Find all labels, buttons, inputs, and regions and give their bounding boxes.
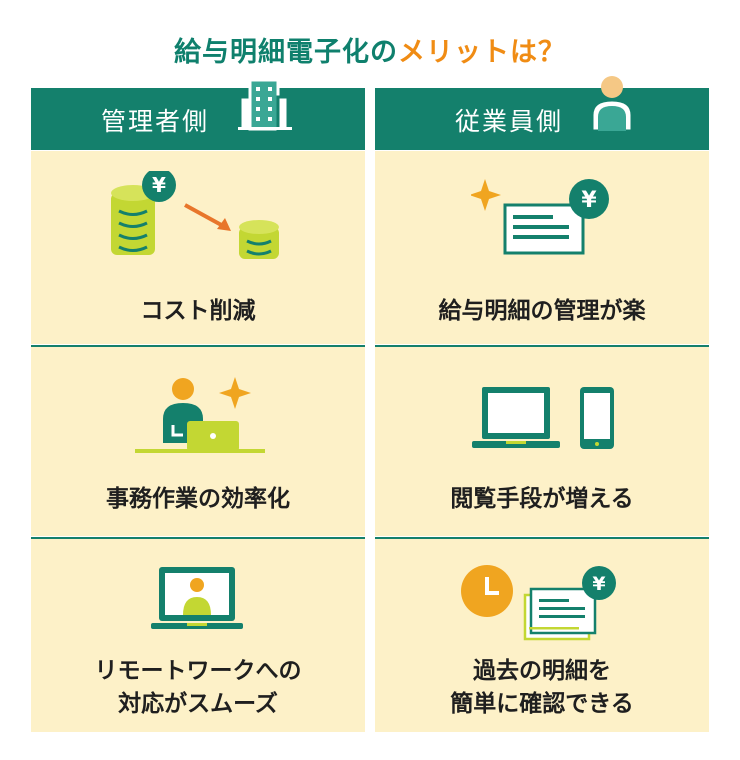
admin-benefit-efficiency-caption: 事務作業の効率化 <box>106 486 290 512</box>
title-part-1: 給与明細電子化の <box>174 37 398 68</box>
employee-benefit-history: ¥ 過去の明細を 簡単に確認できる <box>375 537 709 732</box>
divider <box>31 345 365 347</box>
remote-monitor-person-icon <box>151 567 243 629</box>
caption-line-2: 簡単に確認できる <box>450 691 634 717</box>
payslip-yen-sparkle-icon: ¥ <box>471 179 609 255</box>
employee-benefit-management: ¥ 給与明細の管理が楽 <box>375 151 709 344</box>
admin-benefit-cost: ¥ コスト削減 <box>31 151 365 344</box>
employee-column: 従業員側 ¥ 給与明細の管理が楽 <box>375 76 709 732</box>
admin-column: 管理者側 ¥ <box>31 78 365 732</box>
person-laptop-sparkle-icon <box>135 377 265 453</box>
building-icon <box>238 78 292 131</box>
admin-benefit-remote-caption: リモートワークへの 対応がスムーズ <box>31 655 365 721</box>
admin-benefit-efficiency: 事務作業の効率化 <box>31 345 365 536</box>
caption-line-2: 対応がスムーズ <box>118 691 278 717</box>
title-part-2: メリットは？ <box>398 37 566 68</box>
admin-benefit-remote: リモートワークへの 対応がスムーズ <box>31 537 365 732</box>
divider <box>375 537 709 539</box>
caption-line-1: リモートワークへの <box>94 658 302 684</box>
divider <box>31 537 365 539</box>
page-title: 給与明細電子化のメリットは？ <box>0 30 740 69</box>
divider <box>375 345 709 347</box>
admin-header: 管理者側 <box>31 78 365 150</box>
admin-benefit-cost-caption: コスト削減 <box>140 298 256 324</box>
employee-benefit-viewing: 閲覧手段が増える <box>375 345 709 536</box>
coins-yen-decrease-icon: ¥ <box>111 171 279 259</box>
employee-header: 従業員側 <box>375 76 709 150</box>
clock-payslips-yen-icon: ¥ <box>461 565 616 641</box>
employee-benefit-history-caption: 過去の明細を 簡単に確認できる <box>375 655 709 721</box>
person-icon <box>590 76 634 133</box>
laptop-smartphone-icon <box>472 387 614 449</box>
employee-benefit-viewing-caption: 閲覧手段が増える <box>450 486 634 512</box>
caption-line-1: 過去の明細を <box>473 658 611 684</box>
yen-symbol: ¥ <box>152 173 166 197</box>
yen-symbol: ¥ <box>581 188 597 213</box>
employee-benefit-management-caption: 給与明細の管理が楽 <box>438 298 646 324</box>
employee-header-label: 従業員側 <box>455 107 564 136</box>
admin-header-label: 管理者側 <box>101 107 210 136</box>
yen-symbol: ¥ <box>592 573 605 595</box>
